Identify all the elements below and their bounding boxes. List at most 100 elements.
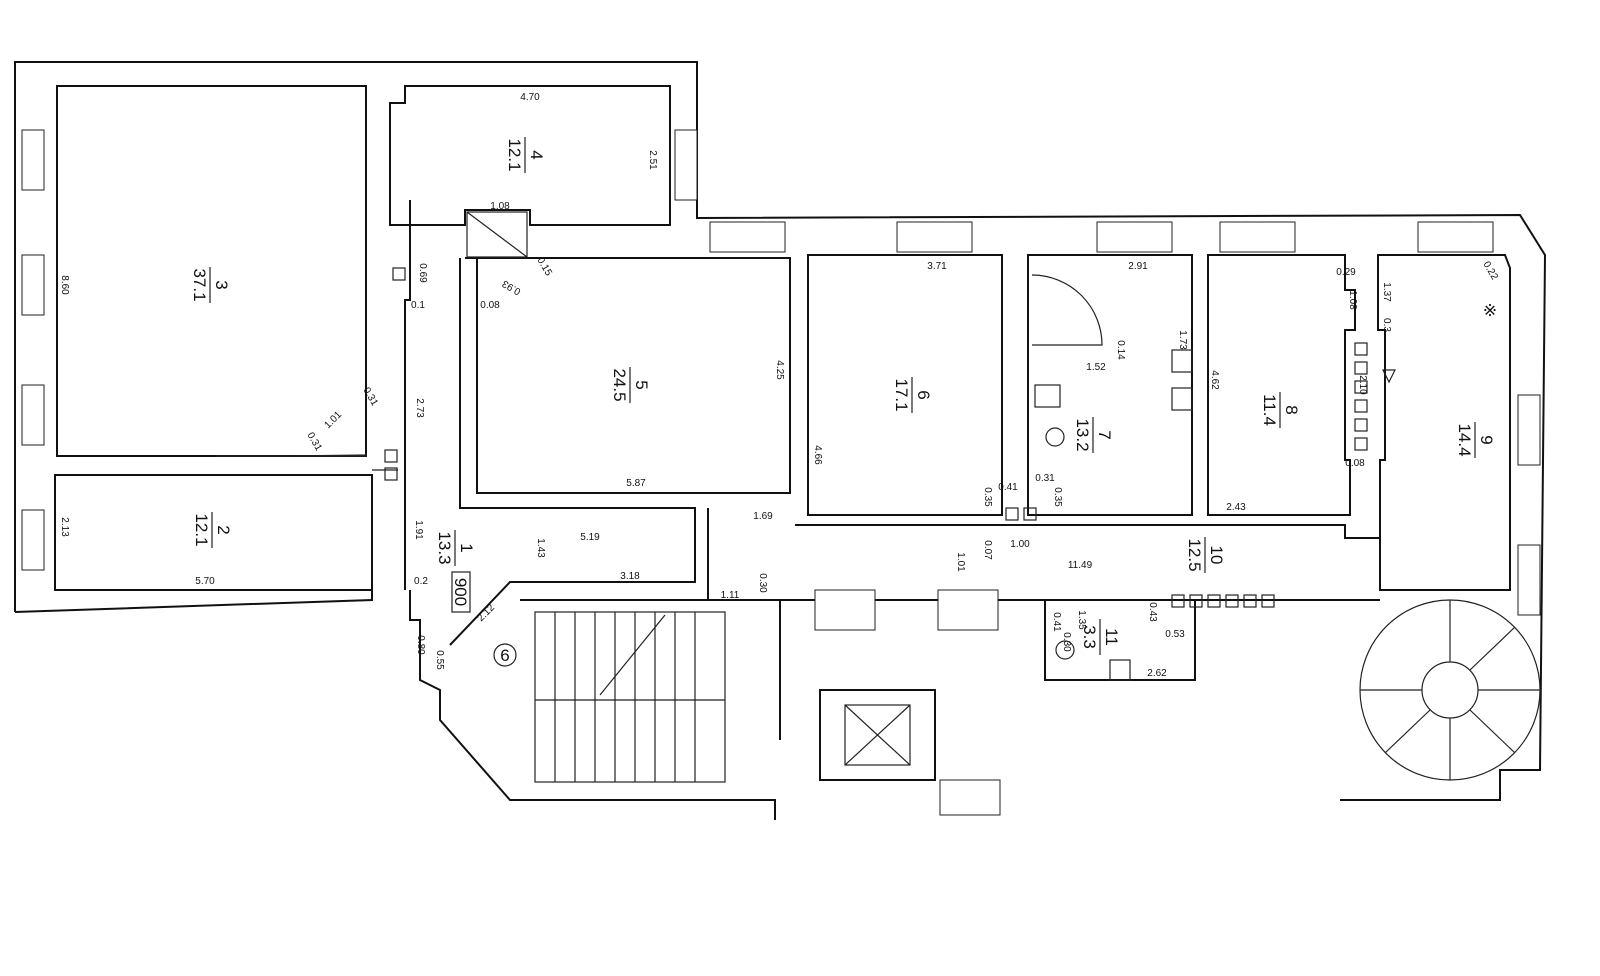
ventilation-shaft [466,211,528,258]
svg-text:0.07: 0.07 [982,540,993,560]
svg-text:4.70: 4.70 [520,92,540,103]
svg-text:5.19: 5.19 [580,532,600,543]
svg-text:1.01: 1.01 [955,552,966,572]
svg-text:4.62: 4.62 [1209,370,1220,390]
svg-text:12.1: 12.1 [192,513,211,546]
svg-text:11.49: 11.49 [1068,560,1093,571]
svg-text:1.08: 1.08 [1347,290,1358,310]
svg-text:13.3: 13.3 [435,531,454,564]
room-6-outline [807,254,1003,516]
room-2-outline [54,474,373,591]
svg-text:12.5: 12.5 [1185,538,1204,571]
svg-text:5.70: 5.70 [195,576,215,587]
room-label-4: 412.1 [505,137,546,173]
height-mark: 900 [451,571,471,613]
fixtures: ※ [1031,274,1497,681]
svg-text:1.91: 1.91 [413,520,424,540]
svg-text:2.91: 2.91 [1128,261,1148,272]
sink-icon [1109,659,1131,681]
room-label-5: 524.5 [610,367,651,403]
svg-text:0.08: 0.08 [1345,458,1365,469]
svg-text:7: 7 [1095,430,1114,439]
svg-text:0.35: 0.35 [982,487,993,507]
room-11-outline [1044,599,1196,681]
svg-text:9: 9 [1477,435,1496,444]
room-label-9: 914.4 [1455,422,1496,458]
svg-text:0.29: 0.29 [1336,267,1356,278]
svg-text:1.35: 1.35 [1076,610,1087,630]
svg-text:0.41: 0.41 [1051,612,1062,632]
svg-text:3: 3 [212,280,231,289]
svg-text:1.08: 1.08 [490,201,510,212]
svg-text:11.4: 11.4 [1260,394,1279,426]
toilet-icon [1045,427,1065,447]
svg-text:0.1: 0.1 [411,300,425,311]
svg-text:5: 5 [632,380,651,389]
svg-text:14.4: 14.4 [1455,423,1474,456]
spiral-staircase [1359,599,1541,781]
stair-mark: 6 [500,646,509,665]
svg-text:0.53: 0.53 [1165,629,1185,640]
door-swing [1031,274,1103,346]
svg-text:0.41: 0.41 [998,482,1018,493]
svg-text:0.80: 0.80 [415,635,426,655]
svg-text:5.87: 5.87 [626,478,646,489]
svg-text:0.30: 0.30 [757,573,768,593]
svg-text:24.5: 24.5 [610,368,629,401]
svg-text:0.3: 0.3 [1381,318,1392,332]
svg-text:1.43: 1.43 [535,538,546,558]
svg-text:2.12: 2.12 [475,602,497,624]
svg-text:0.55: 0.55 [434,650,445,670]
svg-text:1: 1 [457,543,476,552]
room-4-outline [389,85,671,226]
svg-text:0.08: 0.08 [480,300,500,311]
room-labels: 113.3 212.1 337.1 412.1 524.5 617.1 713.… [190,137,1496,655]
radiator-icon [1382,369,1396,384]
svg-text:4.25: 4.25 [774,360,785,380]
svg-text:1.37: 1.37 [1381,282,1392,302]
room-7-outline [1027,254,1193,516]
svg-text:0.30: 0.30 [1061,632,1072,652]
svg-text:13.2: 13.2 [1073,418,1092,451]
sink-icon [1171,349,1193,373]
svg-text:6: 6 [914,390,933,399]
elevator [819,689,936,781]
toilet-icon [1055,640,1075,660]
room-8-outline [1207,254,1356,516]
bathtub-icon [1034,384,1061,408]
room-label-3: 337.1 [190,267,231,303]
room-label-7: 713.2 [1073,417,1114,453]
room-3-outline [56,85,367,457]
room-9-outline [1377,254,1511,591]
svg-text:0.31: 0.31 [305,431,324,454]
svg-text:8.60: 8.60 [59,275,70,295]
vent-icon: ※ [1483,301,1497,320]
svg-text:0.69: 0.69 [417,263,428,283]
svg-text:2: 2 [214,525,233,534]
svg-text:12.1: 12.1 [505,138,524,171]
walls [14,61,1547,820]
svg-text:4: 4 [527,150,546,159]
svg-text:10: 10 [1207,546,1226,565]
room-label-2: 212.1 [192,512,233,548]
svg-text:0.31: 0.31 [1035,473,1055,484]
svg-text:8: 8 [1282,405,1301,414]
svg-text:4.66: 4.66 [812,445,823,465]
svg-text:1.73: 1.73 [1177,330,1188,350]
svg-text:0.43: 0.43 [1147,602,1158,622]
svg-text:2.10: 2.10 [1357,375,1368,395]
room-label-1: 113.3 [435,530,476,566]
svg-text:11: 11 [1102,628,1121,646]
svg-text:1.69: 1.69 [753,511,773,522]
svg-text:1.01: 1.01 [322,409,344,431]
room-label-6: 617.1 [892,377,933,413]
svg-text:17.1: 17.1 [892,378,911,411]
svg-text:0.22: 0.22 [1481,260,1500,283]
svg-text:1.11: 1.11 [721,590,740,601]
svg-text:0.31: 0.31 [361,386,380,409]
svg-text:1.52: 1.52 [1086,362,1106,373]
staircase: 6 [493,611,726,783]
svg-text:0.93: 0.93 [500,277,523,296]
